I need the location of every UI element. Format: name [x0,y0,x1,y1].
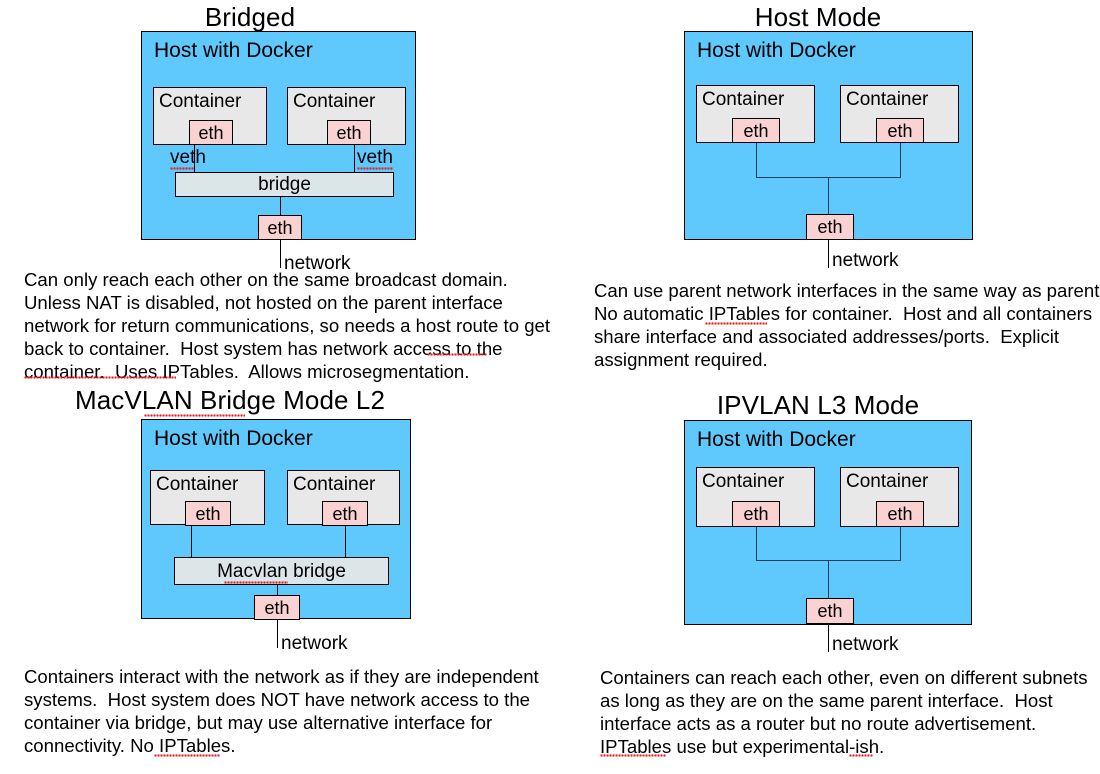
veth-label-2: veth [357,147,393,168]
host-eth: eth [254,595,300,620]
bridge-bar: bridge [175,172,394,197]
host-label: Host with Docker [154,39,313,62]
network-label: network [284,253,351,274]
network-label: network [832,250,899,271]
spellcheck-underline [849,754,873,757]
container-label: Container [293,91,376,112]
host-label: Host with Docker [697,39,856,62]
veth-line-1 [194,145,195,173]
network-line [280,240,281,268]
container-label: Container [702,471,785,492]
eth2-drop-line [900,143,901,177]
eth2-drop-line [900,527,901,560]
spellcheck-underline [705,322,767,325]
container-eth-2: eth [876,118,924,143]
network-label: network [281,633,348,654]
host-eth: eth [806,598,854,624]
bridge-to-host-eth-line [277,585,278,595]
panel-description-macvlan: Containers interact with the network as … [24,666,544,756]
container-eth-1: eth [732,501,780,527]
spellcheck-underline [154,754,220,757]
panel-title-bridged: Bridged [204,2,296,32]
host-label: Host with Docker [154,427,313,450]
veth-label-1: veth [170,147,206,168]
container-eth-2: eth [322,501,368,526]
eth1-drop-line [756,527,757,560]
container-label: Container [156,474,239,495]
veth-line-2 [354,145,355,173]
container-label: Container [846,471,929,492]
panel-ipvlan: IPVLAN L3 Mode Host with Docker Containe… [580,387,1100,774]
host-eth: eth [806,214,854,240]
panel-bridged: Bridged Host with Docker Container eth C… [0,0,580,387]
spellcheck-underline [170,167,194,170]
bridge-bar: Macvlan bridge [174,557,389,585]
panel-host-mode: Host Mode Host with Docker Container eth… [580,0,1100,387]
container-label: Container [159,91,242,112]
bridge-to-host-eth-line [280,197,281,215]
host-eth: eth [258,215,302,240]
container-label: Container [702,89,785,110]
container-eth-1: eth [189,120,233,145]
eth1-drop-line [756,143,757,177]
host-label: Host with Docker [697,428,856,451]
container-eth-1: eth [732,118,780,143]
panel-macvlan: MacVLAN Bridge Mode L2 Host with Docker … [0,385,580,774]
eth2-drop-line [345,526,346,557]
panel-description-host-mode: Can use parent network interfaces in the… [594,280,1100,370]
network-line [828,240,829,268]
network-line [277,620,278,648]
join-to-host-eth-line [828,177,829,214]
spellcheck-underline [224,581,288,584]
container-label: Container [846,89,929,110]
container-eth-2: eth [876,501,924,527]
spellcheck-underline [24,376,176,379]
panel-description-ipvlan: Containers can reach each other, even on… [600,667,1093,757]
container-label: Container [293,474,376,495]
spellcheck-underline [600,754,666,757]
spellcheck-underline [427,353,487,356]
eth1-drop-line [191,526,192,557]
container-eth-1: eth [185,501,231,526]
container-eth-2: eth [327,120,371,145]
panel-title-macvlan: MacVLAN Bridge Mode L2 [74,385,386,415]
panel-description-bridged: Can only reach each other on the same br… [24,269,556,382]
panel-title-host-mode: Host Mode [754,2,882,32]
network-label: network [832,634,899,655]
join-to-host-eth-line [828,560,829,598]
spellcheck-underline [357,167,393,170]
panel-title-ipvlan: IPVLAN L3 Mode [716,390,920,420]
network-line [828,624,829,652]
spellcheck-underline [144,414,245,417]
